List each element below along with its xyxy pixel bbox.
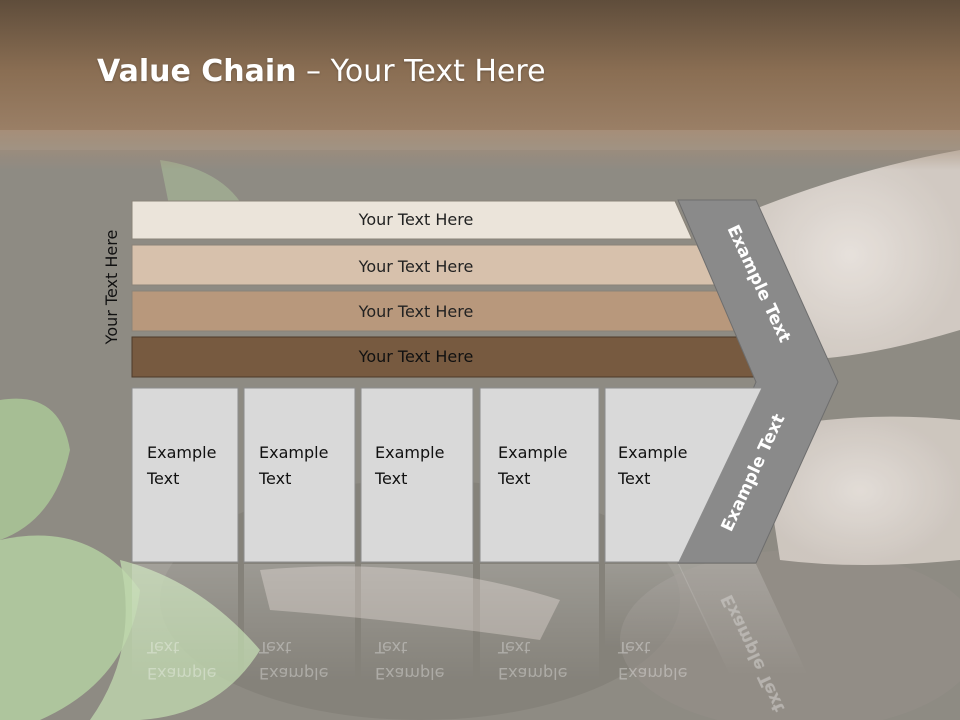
bar-2: Your Text Here: [131, 244, 717, 286]
bar-1: Your Text Here: [131, 200, 693, 240]
diagram-reflection: Example Text Example Text Example Text E…: [132, 564, 810, 715]
title-rest: – Your Text Here: [296, 54, 546, 89]
bar-4: Your Text Here: [131, 336, 763, 378]
column-1-line1: Example: [147, 443, 216, 462]
reflection-text-4: Example: [498, 664, 567, 683]
column-1: Example Text: [131, 387, 239, 563]
slide-title: Value Chain – Your Text Here: [97, 54, 546, 89]
column-2-line1: Example: [259, 443, 328, 462]
title-bold: Value Chain: [97, 54, 297, 89]
reflection-text-2b: Text: [258, 638, 291, 657]
column-5-line2: Text: [617, 469, 650, 488]
reflection-text-2: Example: [259, 664, 328, 683]
column-3-line2: Text: [374, 469, 407, 488]
column-2-line2: Text: [258, 469, 291, 488]
column-5: Example Text: [604, 387, 763, 563]
reflection-text-5: Example: [618, 664, 687, 683]
bar-4-label: Your Text Here: [358, 347, 474, 366]
bar-1-label: Your Text Here: [358, 210, 474, 229]
reflection-text-1: Example: [147, 664, 216, 683]
column-4-line1: Example: [498, 443, 567, 462]
reflection-text-5b: Text: [617, 638, 650, 657]
reflection-text-3: Example: [375, 664, 444, 683]
bar-3: Your Text Here: [131, 290, 739, 332]
reflection-text-4b: Text: [497, 638, 530, 657]
column-4: Example Text: [479, 387, 600, 563]
bar-3-label: Your Text Here: [358, 302, 474, 321]
reflection-text-3b: Text: [374, 638, 407, 657]
column-3-line1: Example: [375, 443, 444, 462]
column-3: Example Text: [360, 387, 474, 563]
column-2: Example Text: [243, 387, 356, 563]
bar-2-label: Your Text Here: [358, 257, 474, 276]
column-1-line2: Text: [146, 469, 179, 488]
reflection-text-1b: Text: [146, 638, 179, 657]
column-4-line2: Text: [497, 469, 530, 488]
column-5-line1: Example: [618, 443, 687, 462]
